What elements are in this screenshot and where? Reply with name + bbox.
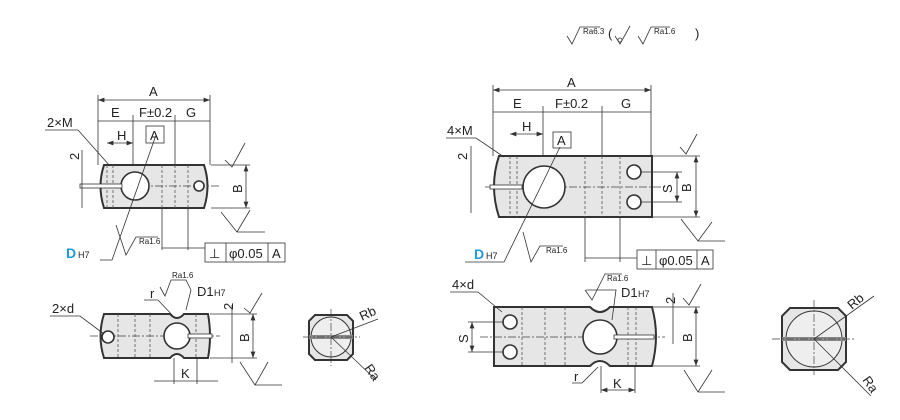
tap-hole [193,180,205,192]
perp-datum: A [272,246,281,261]
dim-B: B [230,184,245,193]
perp-symbol: ⊥ [209,246,220,261]
dim-G: G [186,105,196,120]
dim-2: 2 [67,153,82,160]
dim-B: B [237,333,252,342]
dim-K: K [181,366,190,381]
right-top-view: A E F±0.2 G H A 4×M 2 S B D H7 Ra1.6 ⊥ φ… [446,75,725,270]
dim-E: E [111,105,120,120]
thread-label: 4×M [447,123,473,138]
Rb-label: Rb [844,290,866,312]
r-label: r [150,286,155,301]
dim-E: E [513,96,522,111]
perpendicularity-frame: ⊥ φ0.05 A [204,242,286,263]
hole-label: 4×d [452,277,474,292]
bore-finish: Ra1.6 [546,246,568,255]
finish-main: Ra6.3 [583,27,605,36]
Ra-label: Ra [362,361,384,384]
bore-tol: H7 [486,251,498,261]
perp-value: φ0.05 [659,253,693,268]
dim-G: G [621,96,631,111]
bore-D-label: D [474,246,484,262]
perpendicularity-frame: ⊥ φ0.05 A [636,249,714,270]
surface-finish-legend: Ra6.3 ( Ra1.6 ) [566,25,699,45]
end-view: Rb Ra [303,303,384,384]
dim-A: A [567,75,576,90]
finish-symbol-icon [224,142,246,168]
dim-K: K [613,376,622,391]
finish-symbol-icon [614,25,631,45]
dim-F: F±0.2 [555,96,588,111]
paren-open: ( [608,26,613,41]
Rb-label: Rb [357,303,378,324]
dim-2: 2 [663,297,678,304]
dim-B: B [679,183,694,192]
right-bottom-view: 4×d S Ra1.6 D1 H7 r K 2 B Rb Ra [450,273,882,397]
bore-tol: H7 [78,250,90,260]
d1-tol: H7 [638,289,650,299]
d1-finish: Ra1.6 [607,274,629,283]
d1-label: D1 [197,284,214,299]
d1-tol: H7 [214,288,226,298]
dim-H: H [522,119,531,134]
dim-H: H [117,128,126,143]
d1-label: D1 [621,285,638,300]
dim-F: F±0.2 [139,105,172,120]
Ra-label: Ra [860,373,882,396]
dim-B: B [680,333,695,342]
perp-value: φ0.05 [229,246,263,261]
perp-datum: A [701,253,710,268]
r-label: r [574,369,579,384]
left-top-view: A E F±0.2 G H A 2×M 2 B D H7 Ra1.6 ⊥ φ0.… [45,84,286,263]
dim-S: S [456,334,471,343]
datum-A: A [150,128,159,143]
dim-S: S [660,184,675,193]
paren-close: ) [695,26,699,41]
finish-alt: Ra1.6 [654,27,676,36]
perp-symbol: ⊥ [641,253,652,268]
dim-2: 2 [455,153,470,160]
dim-A: A [149,84,158,99]
bore-D-label: D [66,245,76,261]
left-bottom-view: 2×d r Ra1.6 D1 H7 2 B K Rb Ra [50,271,384,386]
hole-label: 2×d [52,301,74,316]
datum-A: A [557,133,566,148]
end-view: Rb Ra [772,290,882,397]
thread-label: 2×M [47,115,73,130]
bore-finish: Ra1.6 [139,237,161,246]
dim-2: 2 [221,303,236,310]
d1-finish: Ra1.6 [172,271,194,280]
